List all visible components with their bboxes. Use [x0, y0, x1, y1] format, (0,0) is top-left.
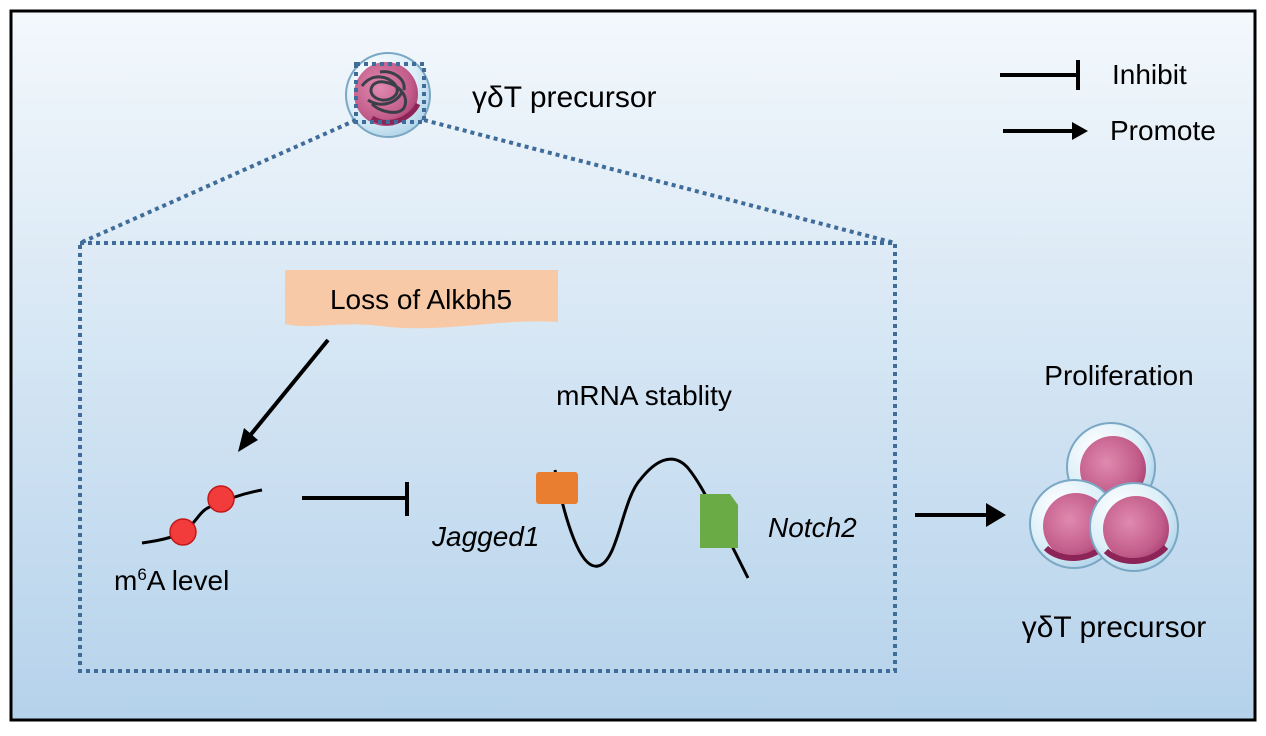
zoom-line-right: [423, 118, 896, 245]
detail-box: [78, 241, 897, 673]
notch2-label: Notch2: [768, 512, 857, 543]
proliferation-label: Proliferation: [1044, 360, 1193, 391]
promote-arrowhead: [1072, 122, 1088, 140]
mrna-label: mRNA stablity: [556, 380, 732, 411]
m6a-label: m6A level: [114, 565, 229, 596]
m6a-dot: [169, 518, 197, 546]
trigger-box: [285, 270, 558, 329]
cell-icon: [1089, 482, 1179, 572]
zoom-line-left: [79, 118, 357, 245]
promote-arrowhead-main: [986, 503, 1006, 527]
jagged1-marker: [536, 472, 578, 504]
proliferating-cells-icon: [1029, 422, 1179, 572]
legend-promote-label: Promote: [1110, 115, 1216, 146]
m6a-rna-icon: [141, 485, 263, 546]
legend: Inhibit Promote: [1000, 59, 1216, 146]
trigger-arrowhead: [238, 428, 258, 452]
jagged1-label: Jagged1: [431, 521, 539, 552]
title-cell-label: γδT precursor: [472, 81, 657, 114]
trigger-arrow-line: [246, 338, 330, 440]
m6a-dot: [207, 485, 235, 513]
outcome-cells-label: γδT precursor: [1022, 611, 1207, 644]
trigger-label: Loss of Alkbh5: [330, 284, 512, 315]
notch2-marker: [700, 494, 738, 548]
zoom-focus-box: [354, 62, 426, 124]
legend-inhibit-label: Inhibit: [1112, 59, 1187, 90]
